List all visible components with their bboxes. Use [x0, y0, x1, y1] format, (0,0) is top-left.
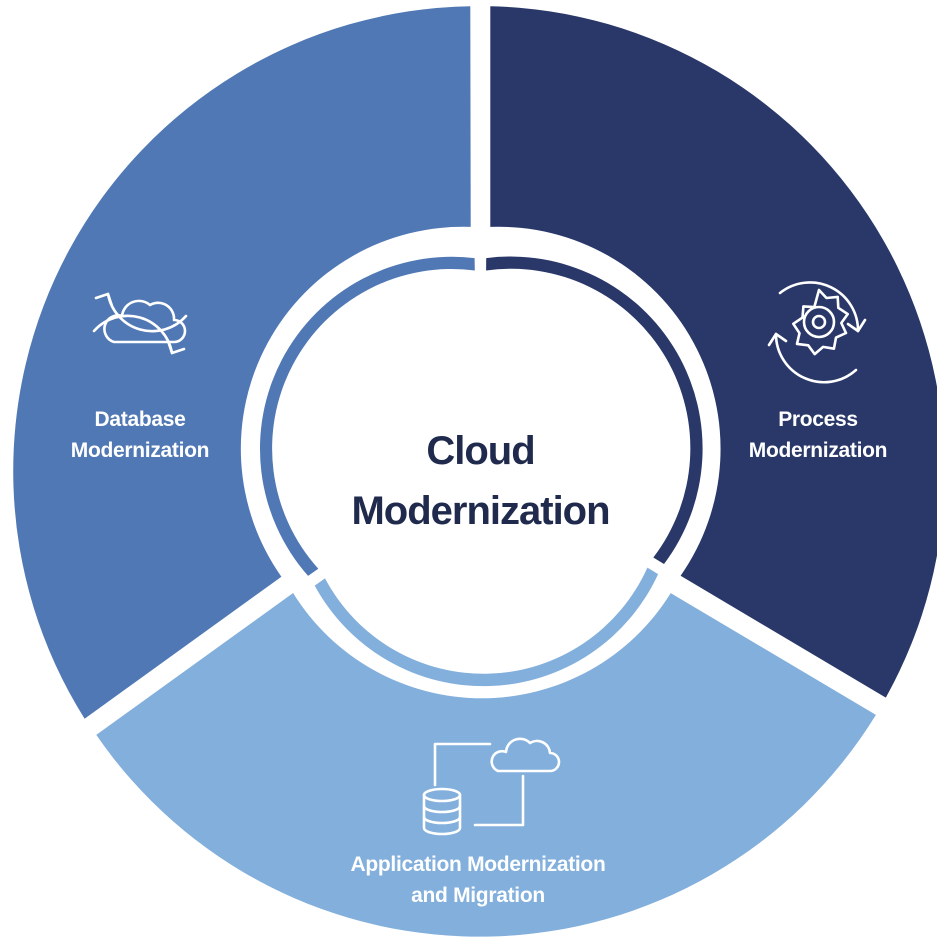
- segment-application-modernization[interactable]: [96, 593, 876, 937]
- application-label-line1: Application Modernization: [351, 853, 606, 876]
- center-title-line2: Modernization: [351, 489, 609, 533]
- database-label-line2: Modernization: [71, 439, 209, 462]
- application-label-line2: and Migration: [411, 884, 545, 907]
- gear-sync-icon: [767, 281, 867, 384]
- inner-ring: [259, 256, 703, 687]
- inner-arc-process: [486, 256, 703, 564]
- center-title-line1: Cloud: [426, 429, 534, 473]
- outer-ring: [13, 6, 937, 937]
- segment-process-modernization[interactable]: [490, 6, 937, 698]
- inner-arc-application: [314, 567, 659, 687]
- database-label-line1: Database: [95, 408, 186, 431]
- cloud-sync-icon: [92, 292, 188, 355]
- process-label-line2: Modernization: [749, 439, 887, 462]
- process-label-line1: Process: [778, 408, 858, 431]
- segment-database-modernization[interactable]: [13, 6, 471, 719]
- center-circle: [310, 279, 651, 619]
- database-to-cloud-icon: [422, 737, 561, 836]
